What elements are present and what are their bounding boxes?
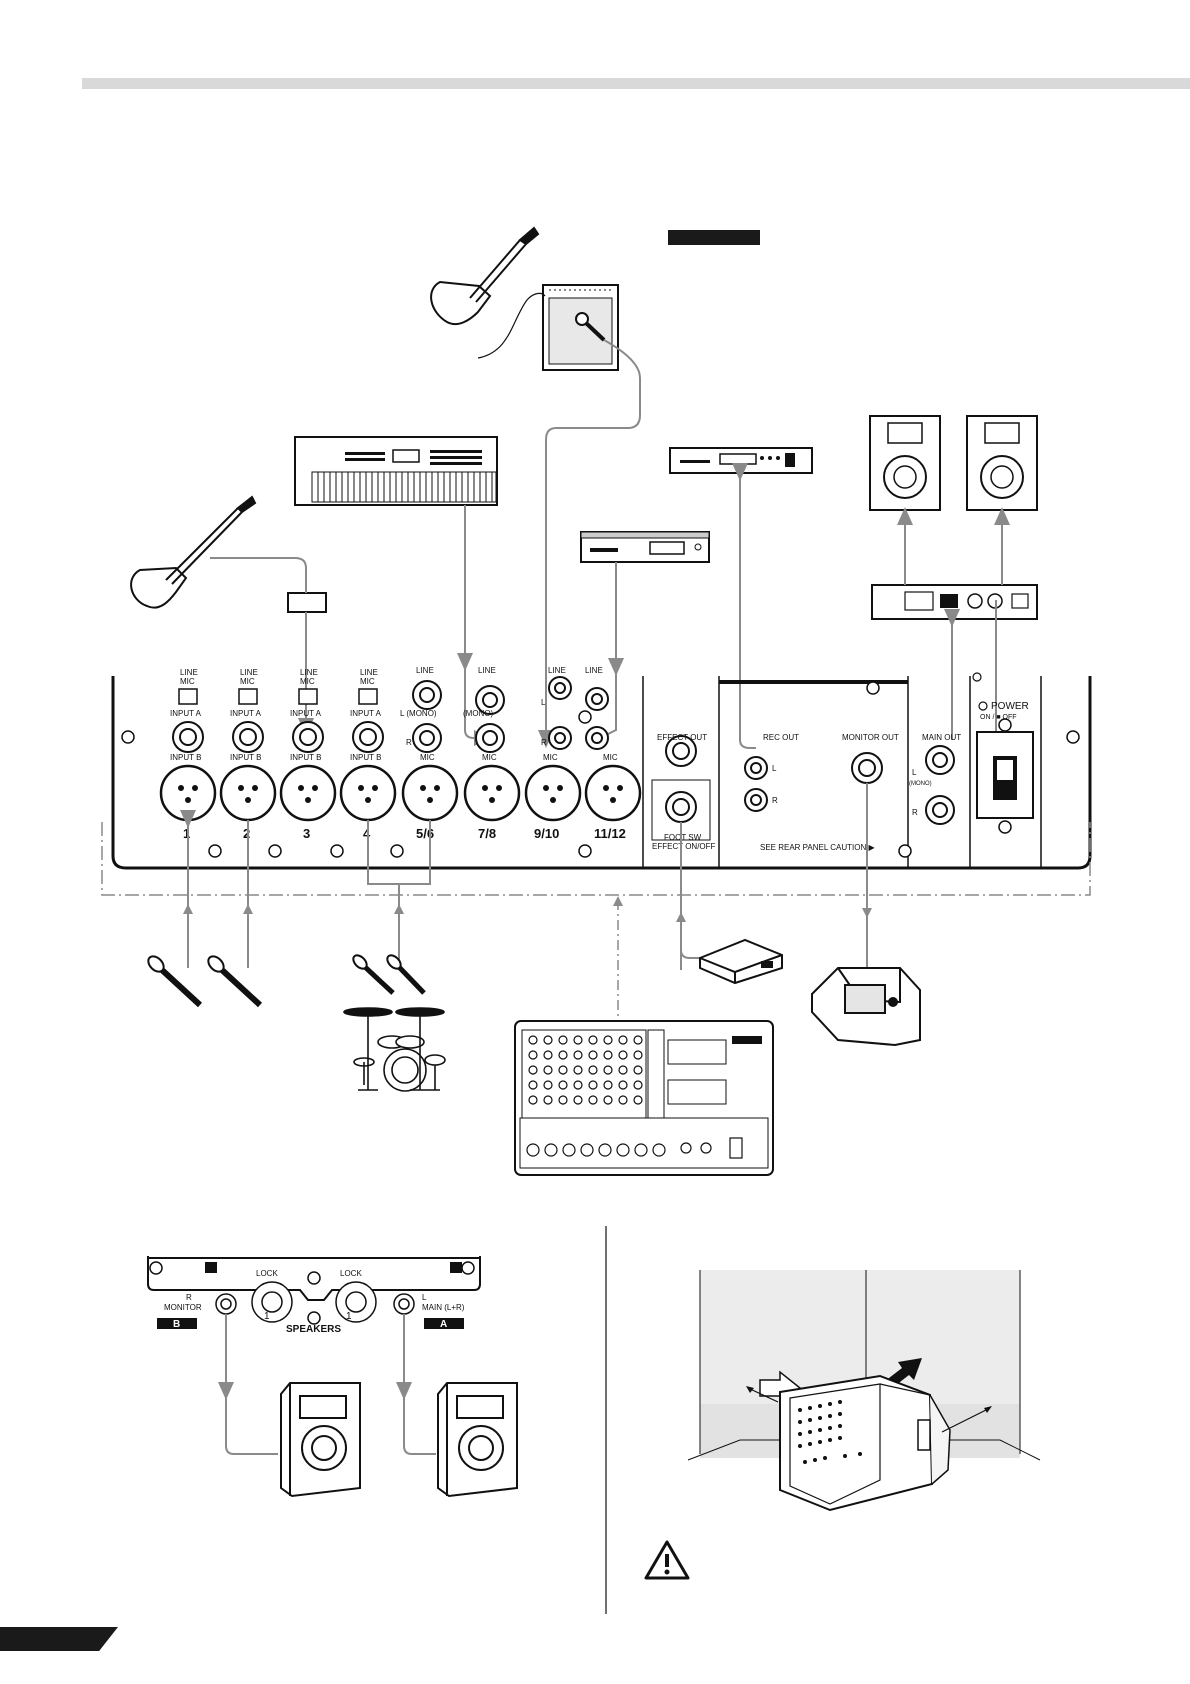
main-a-badge: A [440, 1319, 447, 1330]
ventilation-placement-illustration [687, 1270, 1041, 1512]
lock-label: LOCK [340, 1269, 362, 1278]
channel-number: 1 [183, 826, 190, 841]
electric-guitar-icon [130, 495, 257, 609]
mic-label: MIC [420, 753, 435, 762]
monitor-b-badge: B [173, 1319, 180, 1330]
mic-label: MIC [543, 753, 558, 762]
microphone-icon [386, 954, 426, 995]
line-label: LINE [585, 666, 603, 675]
pa-speaker-icon [966, 415, 1038, 511]
mono-label: (MONO) [909, 781, 932, 787]
monitor-label: MONITOR [164, 1303, 202, 1312]
mixer-rear-panel [111, 672, 1092, 870]
main-l-label: L [422, 1293, 427, 1302]
section-label-block [668, 230, 760, 245]
pa-speaker-icon [869, 415, 941, 511]
main-label: MAIN (L+R) [422, 1303, 465, 1312]
drum-kit-icon [343, 1007, 446, 1092]
rear-panel-caution: SEE REAR PANEL CAUTION ▶ [760, 843, 875, 852]
l-label: L [541, 698, 546, 707]
page-number-tab [0, 1627, 118, 1651]
line-label: LINE [416, 666, 434, 675]
guitar-amp-icon [542, 284, 619, 371]
mono-label: (MONO) [463, 709, 494, 718]
mic-label: MIC [482, 753, 497, 762]
foot-sw-label: EFFECT ON/OFF [652, 842, 716, 851]
guitar-cable [210, 557, 307, 593]
input-a-label: INPUT A [350, 709, 382, 718]
speaker-port-number: 1 [346, 1311, 352, 1322]
effects-box-icon [287, 592, 327, 613]
header-bar [82, 78, 1190, 89]
line-label: LINE [548, 666, 566, 675]
channel-number: 11/12 [594, 826, 626, 841]
r-label: R [541, 738, 547, 747]
r-label: R [912, 808, 918, 817]
power-led-icon [978, 701, 988, 711]
line-mic-label: MIC [180, 677, 195, 686]
line-mic-label: LINE [240, 668, 258, 677]
r-label: R [406, 738, 412, 747]
effect-out-label: EFFECT OUT [657, 733, 707, 742]
power-sub-label: ON / ■ OFF [980, 714, 1017, 721]
mono-label: L (MONO) [400, 709, 437, 718]
channel-number: 9/10 [534, 826, 559, 841]
mixer-top-view-icon [514, 1020, 774, 1176]
input-a-label: INPUT A [290, 709, 322, 718]
cd-player-icon [580, 531, 710, 563]
monitor-r-label: R [186, 1293, 192, 1302]
microphone-icon [147, 955, 203, 1008]
line-label: LINE [478, 666, 496, 675]
lock-label: LOCK [256, 1269, 278, 1278]
r-label: R [772, 796, 778, 805]
line-mic-label: MIC [360, 677, 375, 686]
warning-icon [644, 1540, 690, 1580]
mixer-outline [101, 822, 1091, 896]
cd-recorder-icon [669, 447, 813, 474]
speakers-label: SPEAKERS [286, 1324, 341, 1335]
line-mic-label: MIC [300, 677, 315, 686]
speaker-cabinet-icon [437, 1382, 518, 1498]
input-b-label: INPUT B [170, 753, 201, 762]
power-amp-icon [871, 584, 1038, 620]
line-mic-label: LINE [180, 668, 198, 677]
rec-out-label: REC OUT [763, 733, 799, 742]
power-label: POWER [991, 701, 1029, 712]
electric-guitar-icon [430, 226, 540, 326]
speaker-port-number: 1 [264, 1311, 270, 1322]
monitor-out-label: MONITOR OUT [842, 733, 899, 742]
input-a-label: INPUT A [230, 709, 262, 718]
foot-sw-label: FOOT SW [664, 833, 702, 842]
microphone-icon [352, 954, 395, 995]
keyboard-synth-icon [294, 436, 498, 506]
main-out-label: MAIN OUT [922, 733, 961, 742]
guitar-cable [477, 292, 546, 359]
foot-switch-icon [699, 938, 783, 985]
input-b-label: INPUT B [230, 753, 261, 762]
line-mic-label: LINE [360, 668, 378, 677]
l-label: L [912, 768, 917, 777]
input-b-label: INPUT B [290, 753, 321, 762]
speaker-output-panel [147, 1256, 481, 1329]
microphone-icon [207, 955, 263, 1008]
channel-number: 3 [303, 826, 310, 841]
input-b-label: INPUT B [350, 753, 381, 762]
speaker-cabinet-icon [280, 1382, 361, 1498]
line-mic-label: LINE [300, 668, 318, 677]
channel-number: 7/8 [478, 826, 496, 841]
line-mic-label: MIC [240, 677, 255, 686]
mic-label: MIC [603, 753, 618, 762]
l-label: L [772, 764, 777, 773]
input-a-label: INPUT A [170, 709, 202, 718]
channel-number: 5/6 [416, 826, 434, 841]
floor-monitor-icon [811, 967, 921, 1047]
channel-number: 2 [243, 826, 250, 841]
